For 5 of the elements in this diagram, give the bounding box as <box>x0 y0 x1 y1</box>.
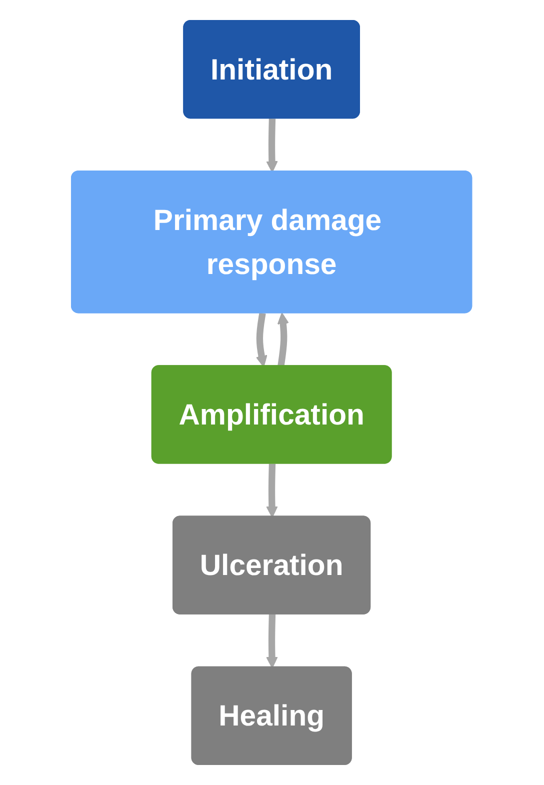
arrow <box>256 312 268 368</box>
arrow <box>266 464 278 518</box>
arrow <box>266 118 278 172</box>
arrow <box>266 614 278 668</box>
arrow <box>278 312 290 367</box>
